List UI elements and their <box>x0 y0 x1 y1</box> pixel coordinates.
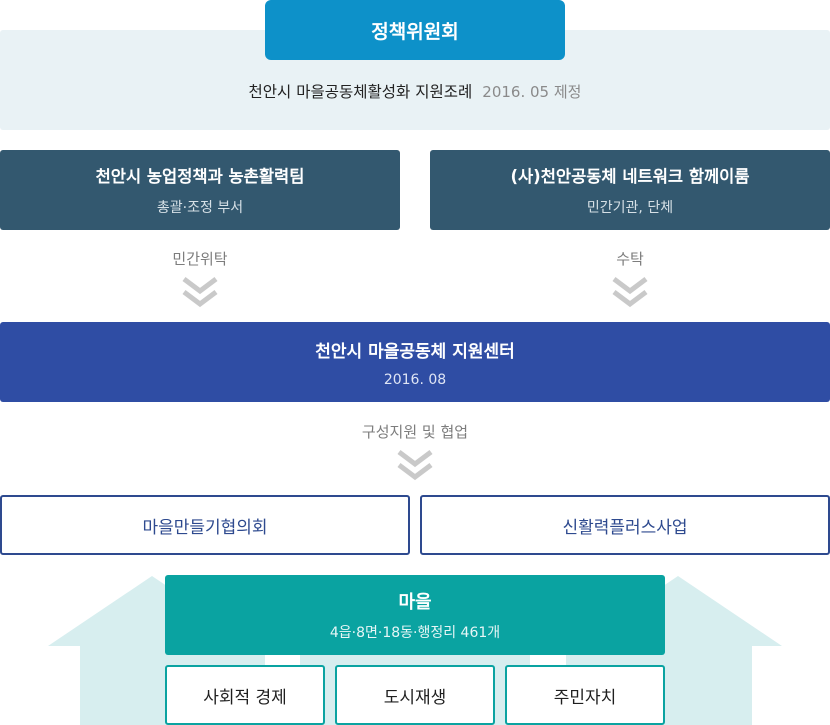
left-org-box: 천안시 농업정책과 농촌활력팀 총괄·조정 부서 <box>0 150 400 230</box>
social-economy-box: 사회적 경제 <box>165 665 325 725</box>
center-flow-label: 구성지원 및 협업 <box>361 422 469 441</box>
ordinance-name: 천안시 마을공동체활성화 지원조례 <box>248 83 473 101</box>
urban-regeneration-box: 도시재생 <box>335 665 495 725</box>
right-flow-label: 수탁 <box>616 249 644 268</box>
left-flow-label: 민간위탁 <box>172 249 228 268</box>
support-center-box: 천안시 마을공동체 지원센터 2016. 08 <box>0 322 830 402</box>
support-center-date: 2016. 08 <box>383 371 447 388</box>
new-vitality-plus-box: 신활력플러스사업 <box>420 495 830 555</box>
village-box: 마을 4읍·8면·18동·행정리 461개 <box>165 575 665 655</box>
center-double-chevron-icon <box>397 450 433 481</box>
left-double-chevron-icon <box>182 277 218 308</box>
resident-autonomy-box: 주민자치 <box>505 665 665 725</box>
left-org-title: 천안시 농업정책과 농촌활력팀 <box>95 167 305 186</box>
right-org-subtitle: 민간기관, 단체 <box>586 200 674 216</box>
left-org-subtitle: 총괄·조정 부서 <box>156 200 244 216</box>
right-org-box: (사)천안공동체 네트워크 함께이룸 민간기관, 단체 <box>430 150 830 230</box>
village-title: 마을 <box>398 592 432 613</box>
ordinance-line: 천안시 마을공동체활성화 지원조례 2016. 05 제정 <box>0 74 830 108</box>
right-org-title: (사)천안공동체 네트워크 함께이룸 <box>510 167 750 186</box>
support-center-title: 천안시 마을공동체 지원센터 <box>315 341 515 362</box>
village-subtitle: 4읍·8면·18동·행정리 461개 <box>329 625 501 641</box>
committee-title: 정책위원회 <box>265 0 565 60</box>
ordinance-date: 2016. 05 제정 <box>482 82 582 101</box>
village-council-box: 마을만들기협의회 <box>0 495 410 555</box>
right-double-chevron-icon <box>612 277 648 308</box>
